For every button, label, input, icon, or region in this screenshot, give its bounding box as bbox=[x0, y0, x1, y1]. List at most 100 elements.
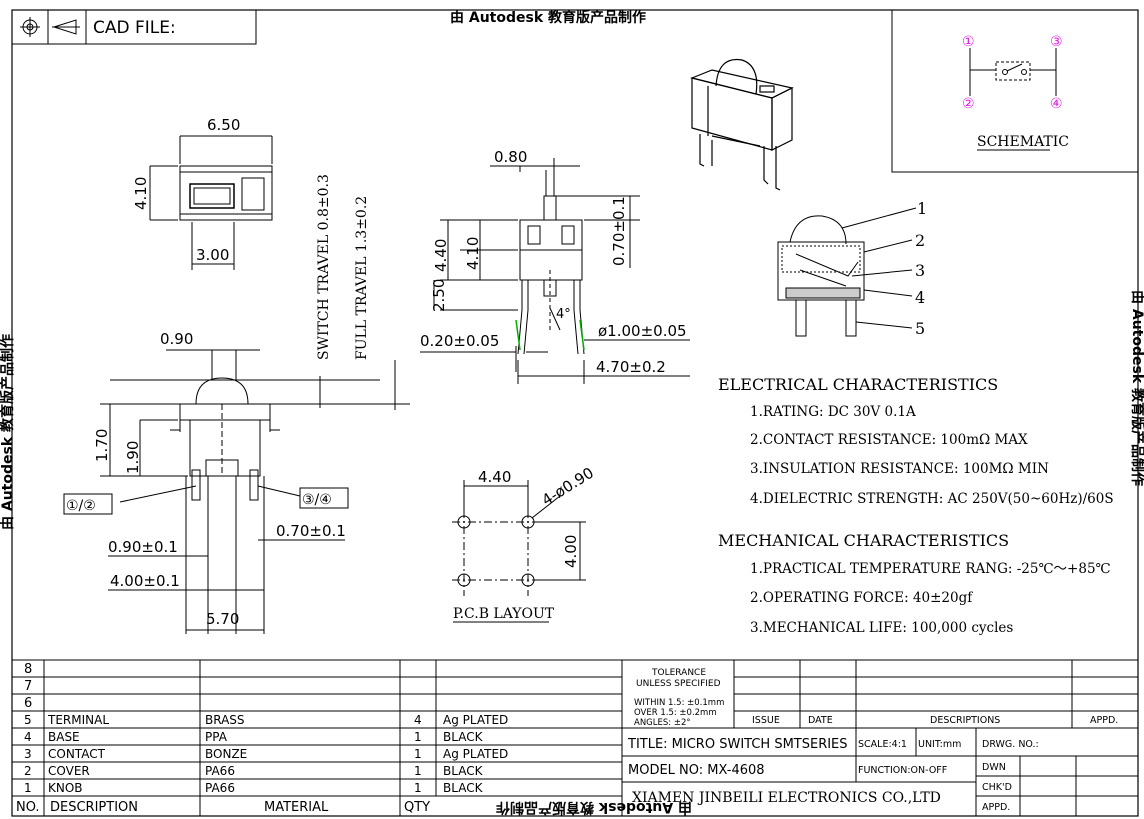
sheet-border bbox=[11, 9, 1139, 817]
callout-5: 5 bbox=[915, 319, 925, 338]
model-number: MODEL NO: MX-4608 bbox=[628, 763, 765, 778]
front-view bbox=[100, 349, 410, 634]
dwn-label: DWN bbox=[982, 762, 1006, 773]
watermark-left: 由 Autodesk 教育版产品制作 bbox=[0, 334, 16, 530]
svg-text:3: 3 bbox=[24, 747, 32, 761]
dim-hole-spec: 4-ø0.90 bbox=[539, 464, 597, 510]
svg-text:PPA: PPA bbox=[205, 730, 228, 744]
mechanical-item-3: 3.MECHANICAL LIFE: 100,000 cycles bbox=[750, 620, 1013, 636]
schematic-pin-3: ③ bbox=[1050, 34, 1063, 50]
scale-value: SCALE:4:1 bbox=[858, 739, 907, 750]
tolerance-angles: ANGLES: ±2° bbox=[634, 718, 691, 728]
dim-switch-travel: SWITCH TRAVEL 0.8±0.3 bbox=[316, 174, 332, 360]
dim-pin-right: 0.70±0.1 bbox=[276, 522, 346, 540]
drawing-title: TITLE: MICRO SWITCH SMTSERIES bbox=[627, 737, 848, 752]
svg-text:BRASS: BRASS bbox=[205, 713, 245, 727]
dim-base-height: 2.50 bbox=[430, 279, 448, 312]
bom-empty-row-7: 7 bbox=[24, 679, 32, 694]
pin-highlight-left bbox=[515, 319, 521, 351]
issue-header: ISSUE bbox=[752, 715, 780, 726]
svg-text:4: 4 bbox=[24, 730, 32, 744]
mechanical-item-1: 1.PRACTICAL TEMPERATURE RANG: -25℃～+85℃ bbox=[750, 561, 1111, 577]
dim-pitch: 4.00±0.1 bbox=[110, 572, 180, 590]
bom-header-material: MATERIAL bbox=[264, 800, 329, 815]
tolerance-within: WITHIN 1.5: ±0.1mm bbox=[634, 698, 724, 708]
bom-empty-row-8: 8 bbox=[24, 662, 32, 677]
svg-text:BONZE: BONZE bbox=[205, 747, 247, 761]
dim-overall-width: 4.70±0.2 bbox=[596, 358, 666, 376]
pin-highlight-right bbox=[579, 319, 585, 351]
svg-text:BASE: BASE bbox=[48, 730, 80, 744]
pcb-layout-title: P.C.B LAYOUT bbox=[453, 606, 555, 622]
date-header: DATE bbox=[808, 715, 833, 726]
svg-text:CONTACT: CONTACT bbox=[48, 747, 106, 761]
dim-top-height: 4.10 bbox=[132, 177, 150, 210]
svg-text:PA66: PA66 bbox=[205, 764, 235, 778]
pin-label-right: ③/④ bbox=[302, 492, 332, 508]
chkd-label: CHK'D bbox=[982, 782, 1012, 793]
mechanical-item-2: 2.OPERATING FORCE: 40±20gf bbox=[750, 590, 973, 606]
tolerance-over: OVER 1.5: ±0.2mm bbox=[634, 708, 717, 718]
pcb-layout bbox=[452, 480, 586, 596]
dim-inner-height: 4.10 bbox=[464, 237, 482, 270]
svg-text:PA66: PA66 bbox=[205, 781, 235, 795]
cross-section bbox=[777, 207, 917, 337]
bom-row: 1 KNOB PA66 1 BLACK bbox=[24, 781, 484, 795]
pin-label-left: ①/② bbox=[66, 498, 96, 514]
callout-4: 4 bbox=[915, 288, 925, 307]
dim-body-height: 4.40 bbox=[432, 239, 450, 272]
svg-text:TERMINAL: TERMINAL bbox=[47, 713, 109, 727]
dim-actuator-height: 0.70±0.1 bbox=[610, 196, 628, 266]
watermark-top: 由 Autodesk 教育版产品制作 bbox=[450, 9, 646, 26]
dim-pin-width: 0.80 bbox=[494, 148, 527, 166]
dim-top-button: 3.00 bbox=[196, 246, 229, 264]
title-block bbox=[622, 659, 1138, 816]
electrical-item-3: 3.INSULATION RESISTANCE: 100MΩ MIN bbox=[750, 461, 1049, 477]
dim-pin-thickness: 0.20±0.05 bbox=[420, 332, 499, 350]
bom-table bbox=[12, 659, 623, 816]
svg-text:Ag PLATED: Ag PLATED bbox=[443, 747, 508, 761]
schematic-pin-1: ① bbox=[962, 34, 975, 50]
function-value: FUNCTION:ON-OFF bbox=[858, 765, 947, 776]
dim-full-travel: FULL TRAVEL 1.3±0.2 bbox=[354, 196, 370, 360]
bom-header-qty: QTY bbox=[404, 800, 430, 815]
svg-text:2: 2 bbox=[24, 764, 32, 778]
dim-hole-pitch-x: 4.40 bbox=[478, 468, 511, 486]
electrical-item-1: 1.RATING: DC 30V 0.1A bbox=[750, 404, 916, 420]
pin-label-right-box bbox=[299, 487, 349, 509]
mechanical-heading: MECHANICAL CHARACTERISTICS bbox=[718, 531, 1009, 550]
dim-actuator-width: 0.90 bbox=[160, 330, 193, 348]
svg-text:BLACK: BLACK bbox=[443, 730, 484, 744]
watermark-right: 由 Autodesk 教育版产品制作 bbox=[1129, 290, 1144, 486]
svg-text:KNOB: KNOB bbox=[48, 781, 83, 795]
dim-190: 1.90 bbox=[124, 441, 142, 474]
isometric-view bbox=[690, 58, 794, 191]
svg-text:BLACK: BLACK bbox=[443, 764, 484, 778]
pin-label-left-box bbox=[63, 493, 113, 515]
svg-text:5: 5 bbox=[24, 713, 32, 727]
schematic-pin-4: ④ bbox=[1050, 96, 1063, 112]
descriptions-header: DESCRIPTIONS bbox=[930, 715, 1000, 726]
svg-text:1: 1 bbox=[414, 730, 422, 744]
side-view bbox=[420, 158, 690, 384]
electrical-item-2: 2.CONTACT RESISTANCE: 100mΩ MAX bbox=[750, 432, 1028, 448]
appd-label: APPD. bbox=[982, 802, 1010, 813]
tolerance-heading: TOLERANCE bbox=[651, 668, 706, 678]
svg-text:4: 4 bbox=[414, 713, 422, 727]
dim-pin-left: 0.90±0.1 bbox=[108, 538, 178, 556]
cad-file-label: CAD FILE: bbox=[93, 18, 176, 38]
svg-text:BLACK: BLACK bbox=[443, 781, 484, 795]
svg-text:1: 1 bbox=[24, 781, 32, 795]
svg-text:1: 1 bbox=[414, 747, 422, 761]
dim-front-width: 5.70 bbox=[206, 610, 239, 628]
callout-1: 1 bbox=[917, 199, 927, 218]
top-view bbox=[149, 135, 273, 270]
bom-row: 2 COVER PA66 1 BLACK bbox=[24, 764, 484, 778]
unit-value: UNIT:mm bbox=[918, 739, 961, 750]
dim-170: 1.70 bbox=[93, 429, 111, 462]
electrical-heading: ELECTRICAL CHARACTERISTICS bbox=[718, 375, 998, 394]
dim-top-width: 6.50 bbox=[207, 116, 240, 134]
schematic-title: SCHEMATIC bbox=[977, 134, 1069, 150]
dim-hole-pitch-y: 4.00 bbox=[562, 535, 580, 568]
